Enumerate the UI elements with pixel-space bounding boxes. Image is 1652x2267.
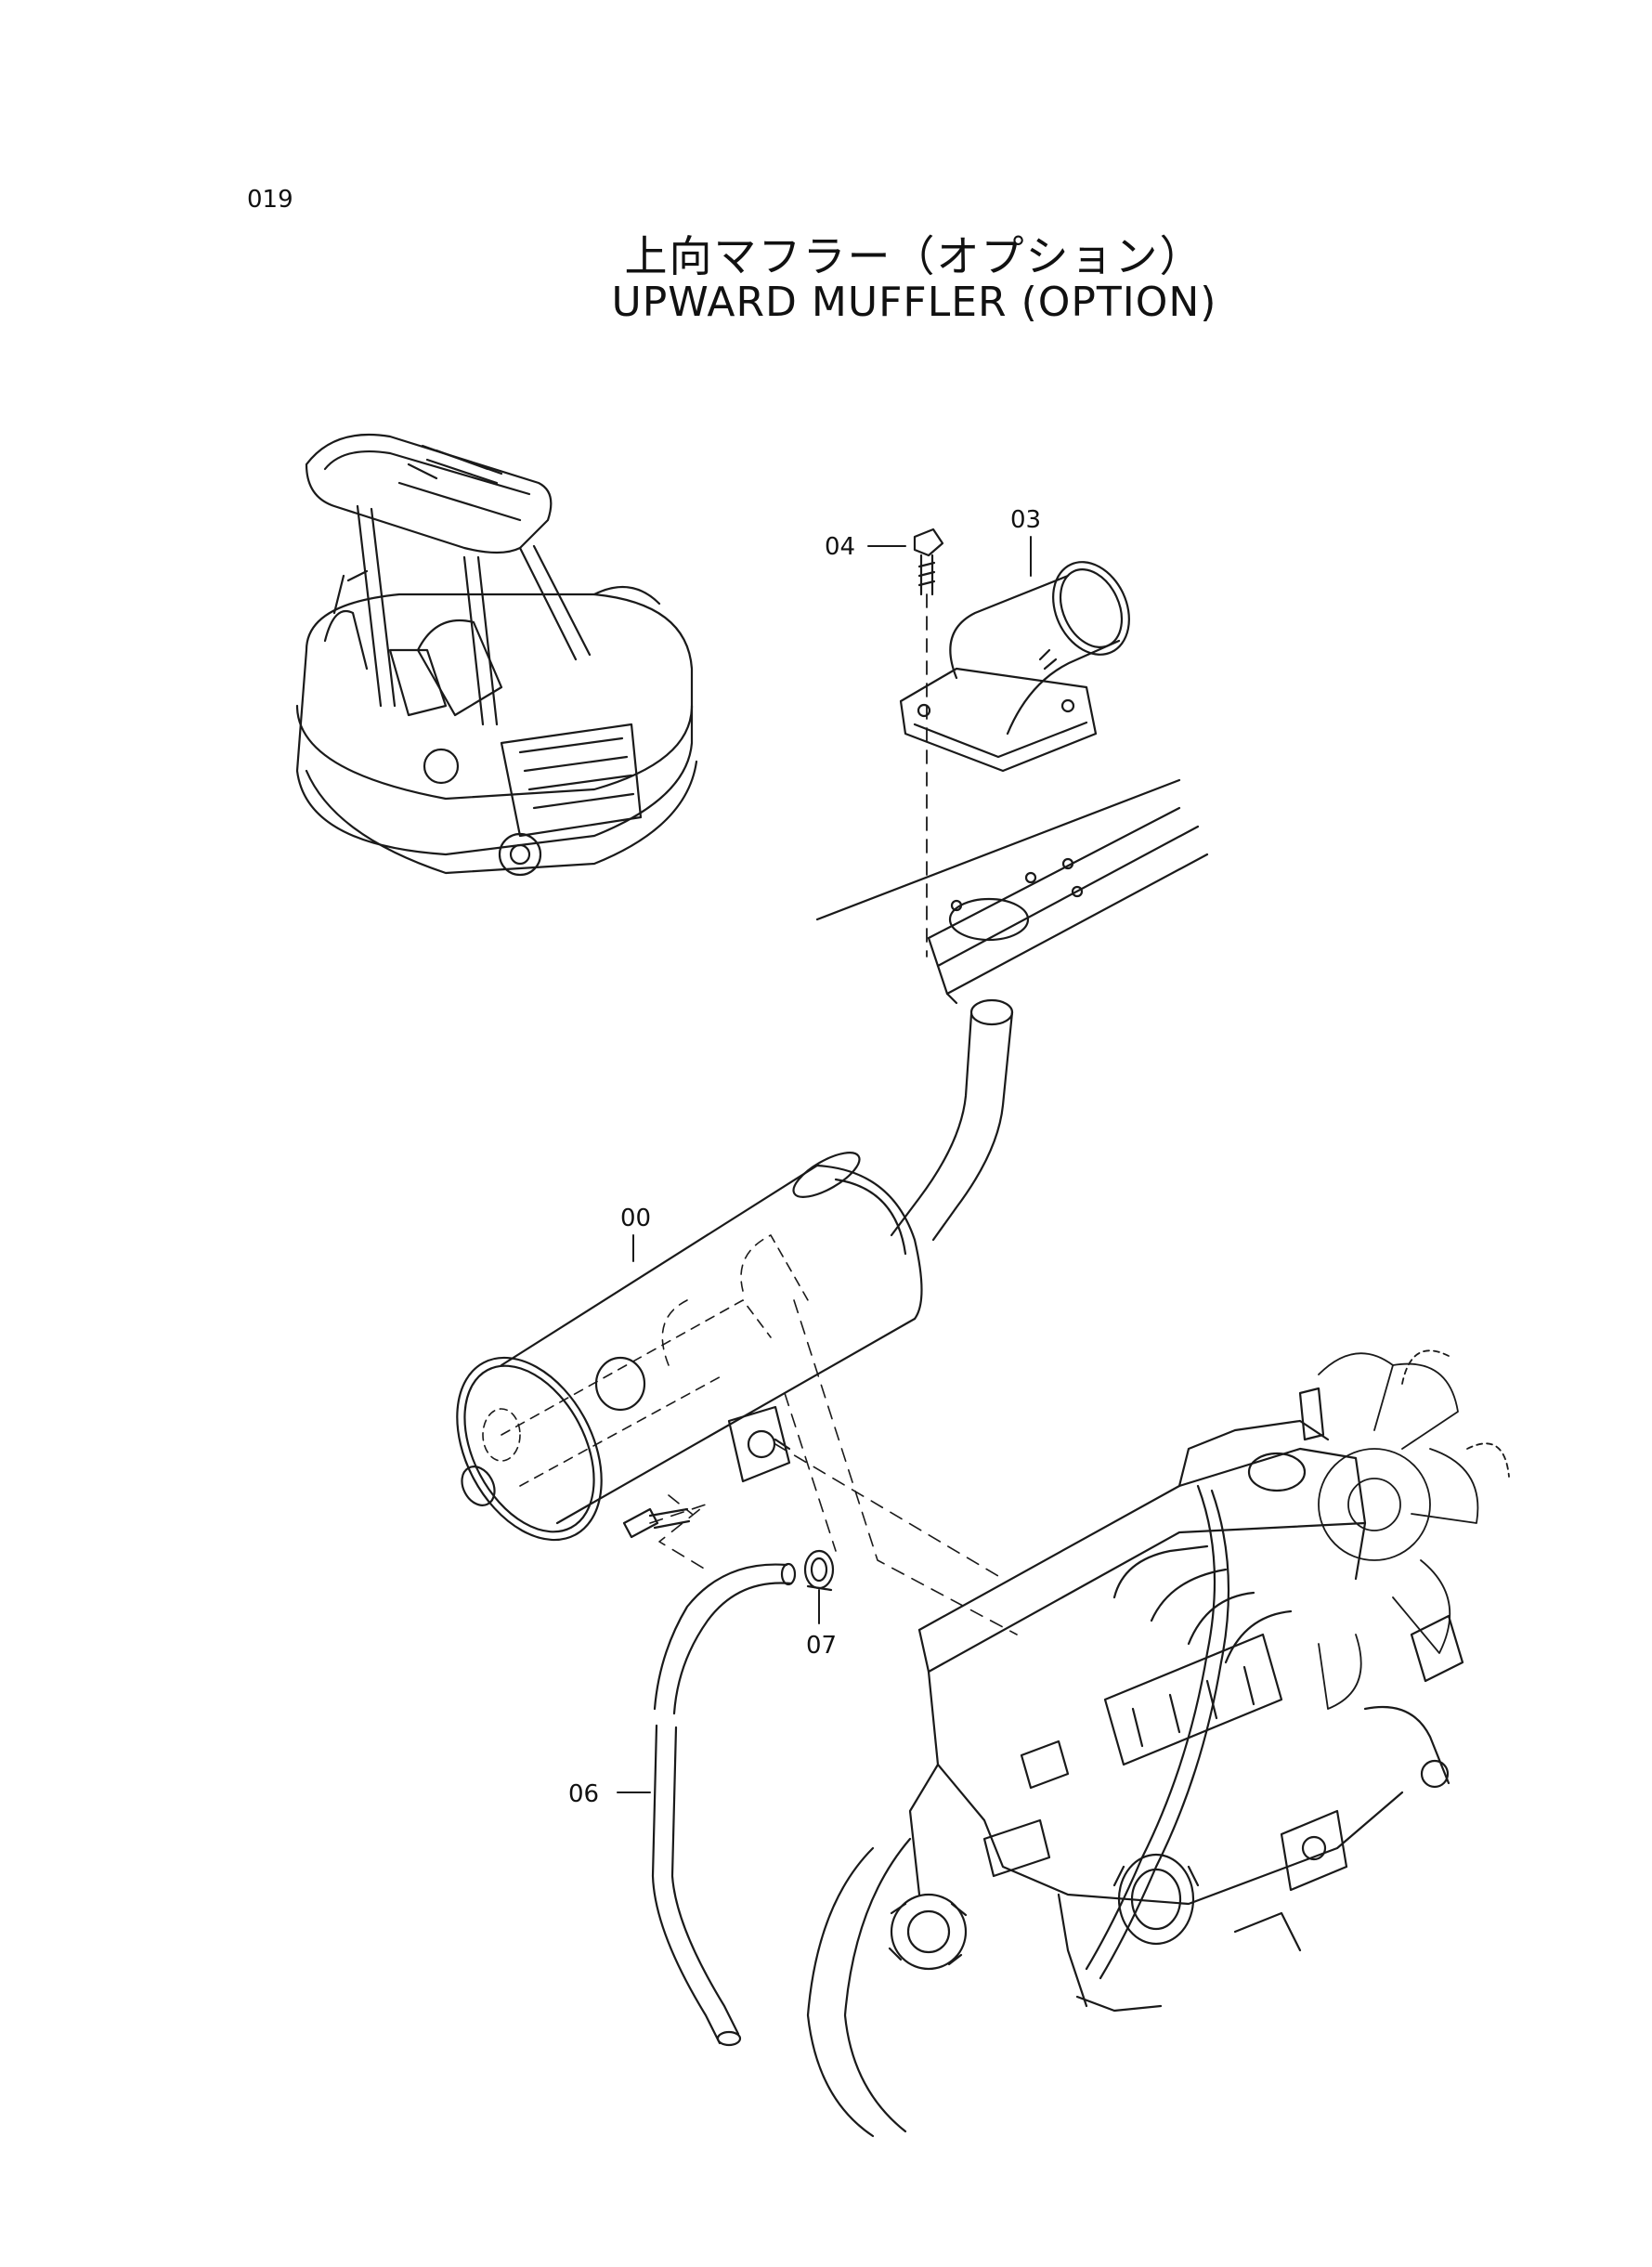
assembly-lines — [649, 1299, 1018, 1635]
engine-illustration — [806, 1349, 1510, 2138]
machine-overview-illustration — [295, 433, 698, 877]
callout-03: 03 — [1010, 506, 1041, 534]
title-japanese: 上向マフラー（オプション） — [624, 231, 1204, 281]
muffler-part-00 — [456, 998, 1014, 1542]
callout-06: 06 — [568, 1780, 599, 1808]
hose-part-06 — [651, 1562, 797, 2047]
callout-07: 07 — [806, 1632, 837, 1660]
page-number: 019 — [247, 186, 293, 214]
leader-lines — [617, 536, 1032, 1793]
bolt-part-04 — [913, 528, 944, 958]
title-english: UPWARD MUFFLER (OPTION) — [611, 279, 1217, 326]
mounting-plate — [815, 778, 1209, 1005]
callout-04: 04 — [825, 533, 855, 561]
clamp-part-07 — [803, 1549, 835, 1592]
exhaust-elbow-part-03 — [899, 561, 1130, 773]
callout-00: 00 — [620, 1205, 651, 1232]
